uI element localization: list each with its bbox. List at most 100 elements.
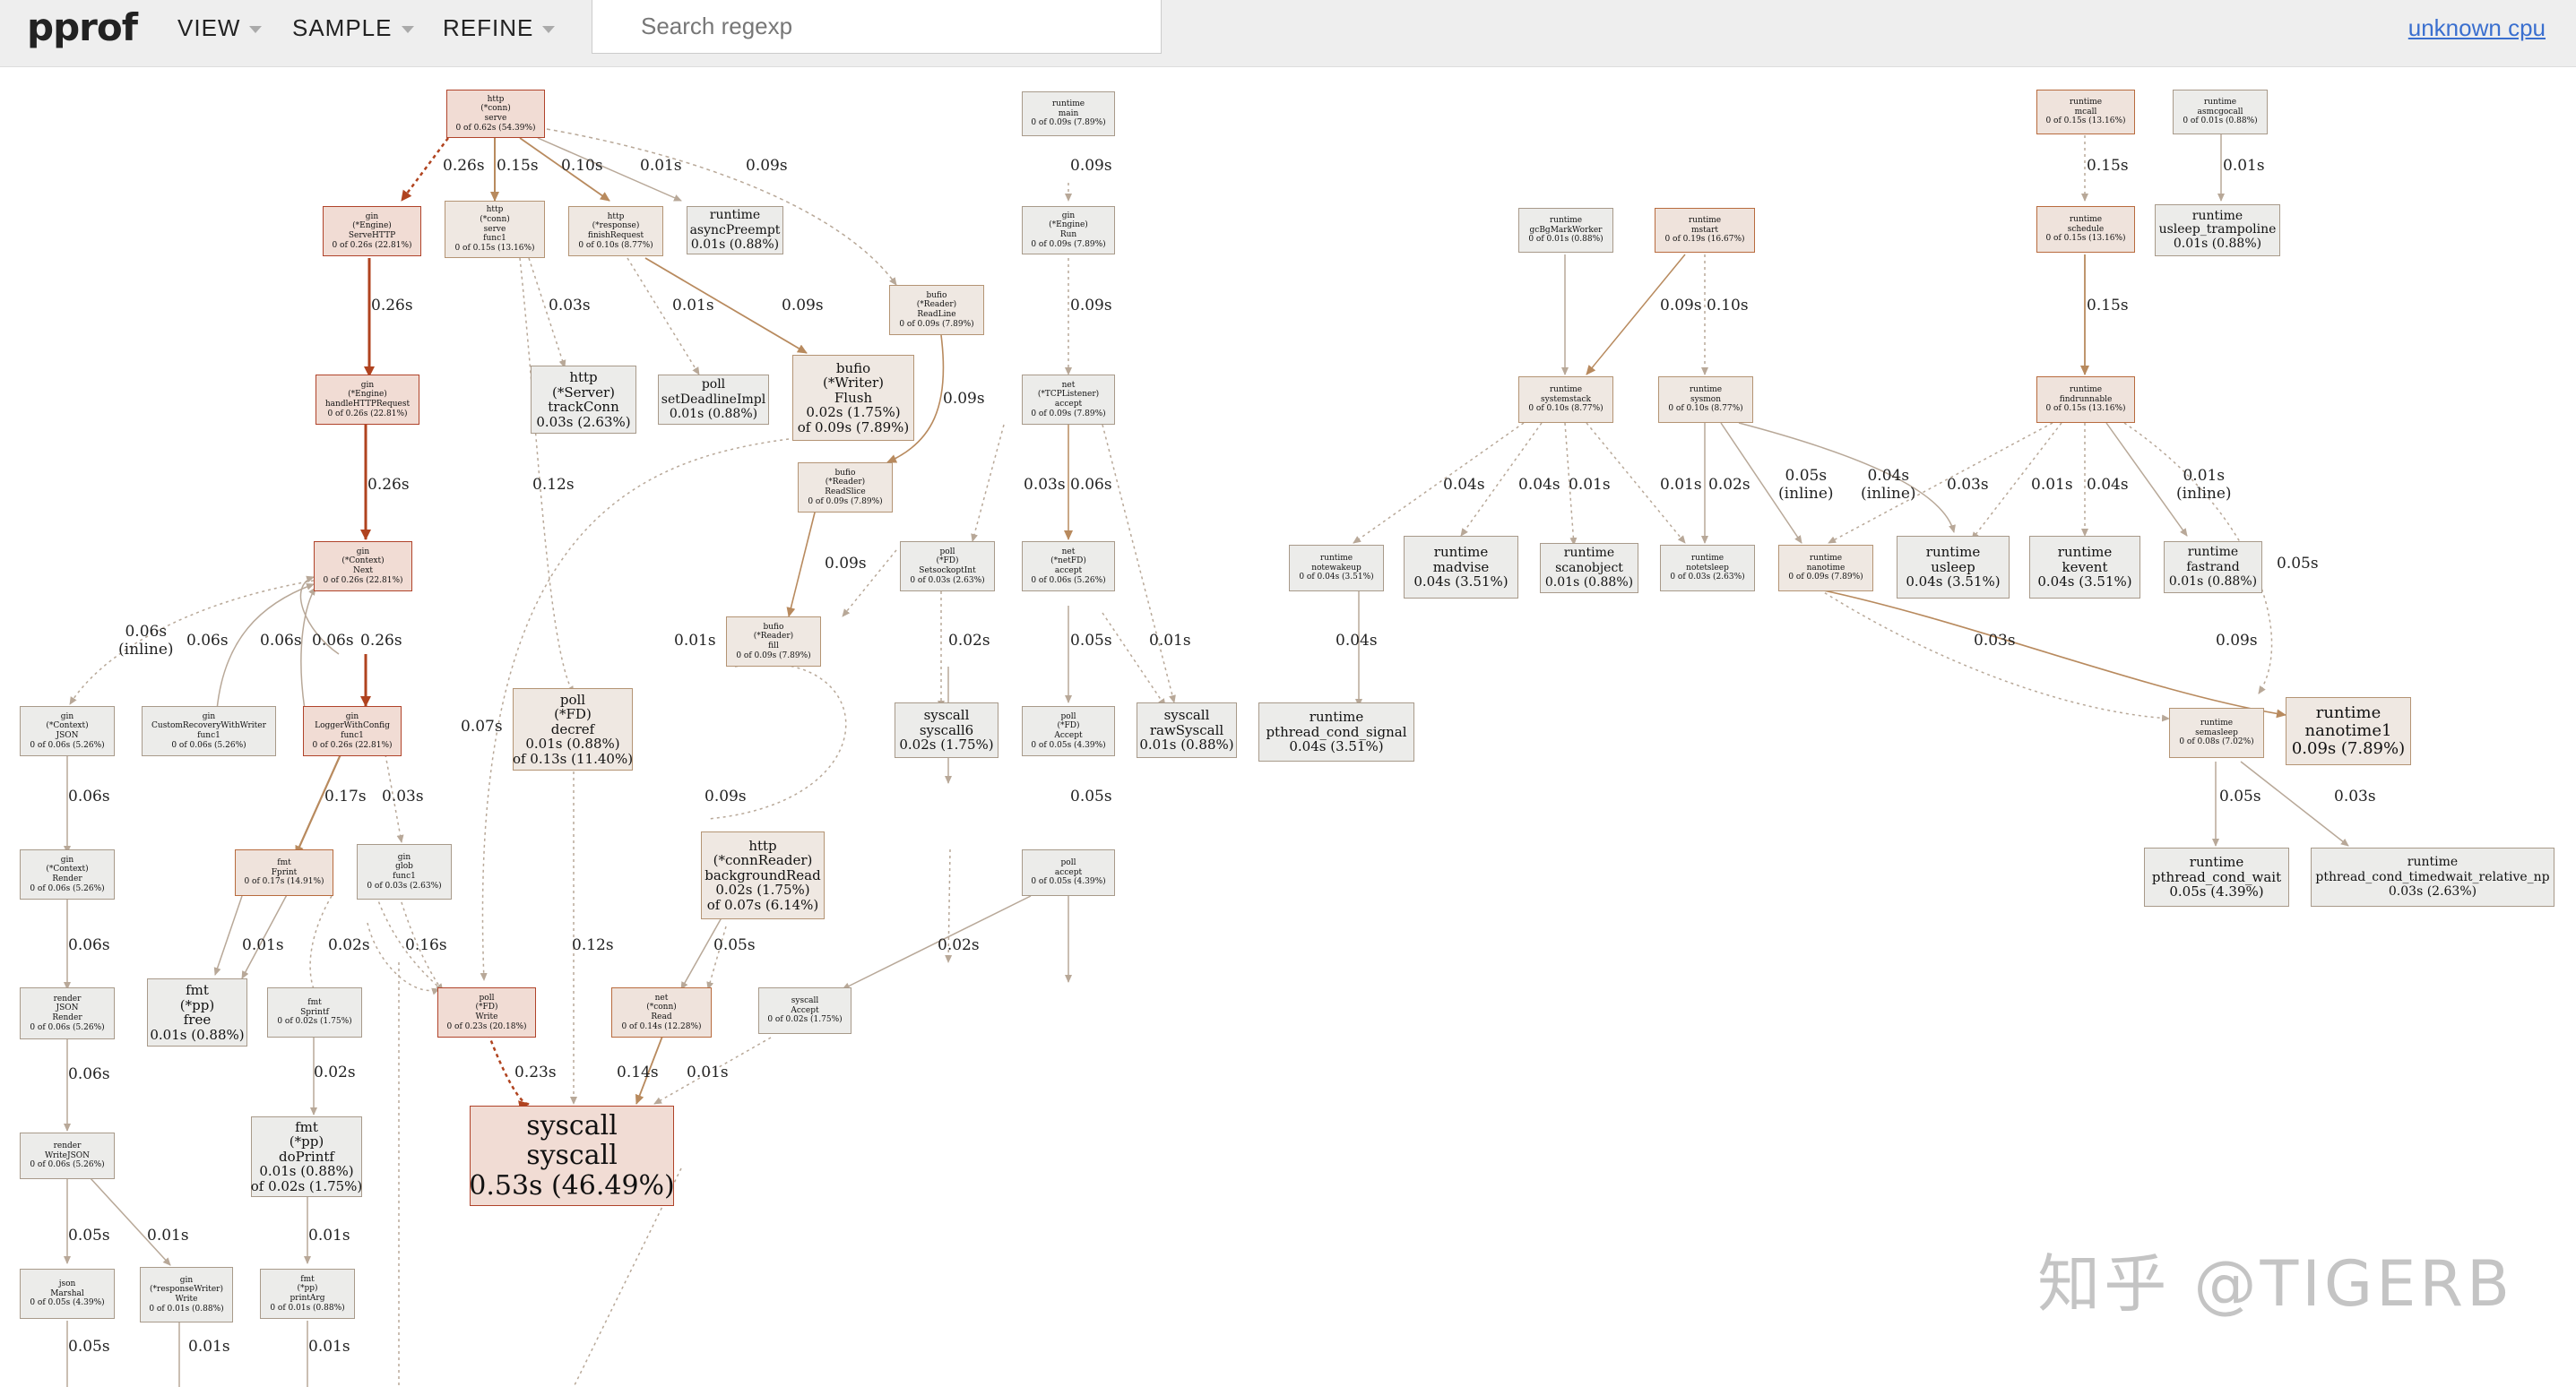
node-text-line: decref: [550, 720, 595, 737]
sample-menu[interactable]: SAMPLE: [292, 14, 414, 42]
view-menu[interactable]: VIEW: [177, 14, 263, 42]
profile-link[interactable]: unknown cpu: [2407, 14, 2546, 41]
node-text-line: func1: [483, 234, 506, 244]
node-text-line: 0 of 0.09s (7.89%): [1031, 409, 1106, 418]
edge-label: 0.10s: [561, 157, 603, 175]
node-text-line: 0.02s (1.75%): [715, 882, 810, 899]
node-text-line: 0 of 0.26s (22.81%): [332, 240, 412, 250]
node-text-line: Write: [175, 1295, 198, 1304]
edge-label: 0.01s: [1149, 632, 1191, 650]
node-text-line: JSON: [56, 1004, 79, 1013]
node-text-line: SetsockoptInt: [919, 566, 976, 575]
node-text-line: runtime: [1319, 554, 1353, 564]
node-text-line: (*Engine): [348, 390, 387, 400]
node-text-line: syscall6: [919, 721, 974, 738]
edge-label: 0.05s: [713, 936, 756, 954]
node-text-line: 0.01s (0.88%): [525, 736, 620, 753]
node-text-line: of 0.13s (11.40%): [512, 750, 634, 767]
node-text-line: runtime: [1549, 216, 1583, 226]
node-text-line: serve: [484, 114, 507, 123]
node-text-line: (*Context): [341, 556, 385, 566]
node-text-line: 0 of 0.06s (5.26%): [30, 740, 105, 750]
refine-menu[interactable]: REFINE: [443, 14, 556, 42]
edge-label: 0.01s: [2031, 476, 2073, 494]
node-text-line: notetsleep: [1686, 563, 1729, 573]
node-text-line: systemstack: [1541, 394, 1591, 404]
node-text-line: 0 of 0.17s (14.91%): [244, 877, 324, 887]
search-input[interactable]: [592, 0, 1162, 54]
node-text-line: 0 of 0.10s (8.77%): [578, 240, 653, 250]
node-text-line: gin: [202, 711, 216, 721]
node-text-line: glob: [395, 862, 413, 872]
node-text-line: runtime: [2187, 545, 2239, 560]
node-text-line: 0 of 0.01s (0.88%): [270, 1303, 345, 1313]
node-text-line: (*Server): [551, 383, 616, 401]
